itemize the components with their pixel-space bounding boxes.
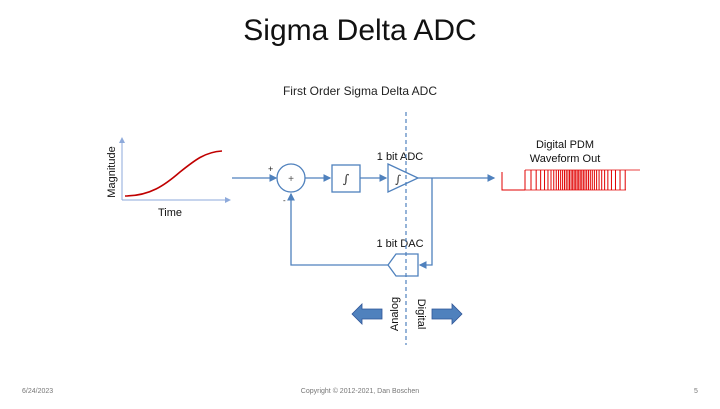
input-signal-plot: Magnitude Time xyxy=(106,137,231,219)
dac-block xyxy=(387,253,419,277)
adc-comparator xyxy=(387,162,420,194)
input-curve xyxy=(124,150,223,197)
pdm-baseline xyxy=(501,172,525,191)
slide-title: Sigma Delta ADC xyxy=(243,14,477,47)
adc-symbol: ∫ xyxy=(395,173,401,186)
analog-label: Analog xyxy=(389,297,401,331)
output-label-line2: Waveform Out xyxy=(530,153,601,165)
footer-date: 6/24/2023 xyxy=(22,388,54,395)
plot-y-label: Magnitude xyxy=(106,146,118,197)
digital-arrow-icon xyxy=(431,303,463,325)
digital-label: Digital xyxy=(415,299,427,330)
footer-copyright: Copyright © 2012-2021, Dan Boschen xyxy=(300,388,420,395)
feedback-line-left xyxy=(287,192,388,266)
integrator-block xyxy=(331,164,361,193)
pdm-waveform xyxy=(501,169,640,191)
dac-label: 1 bit DAC xyxy=(376,238,423,250)
plot-x-label: Time xyxy=(158,207,182,219)
adc-label: 1 bit ADC xyxy=(377,151,424,163)
feedback-line-right xyxy=(418,178,433,269)
output-label-line1: Digital PDM xyxy=(536,139,594,151)
summer-symbol: + xyxy=(288,174,294,185)
analog-arrow-icon xyxy=(351,303,383,325)
diagram-subtitle: First Order Sigma Delta ADC xyxy=(282,84,438,98)
summer-plus-sign: + xyxy=(268,164,273,174)
footer-page-number: 5 xyxy=(694,388,698,395)
integrator-symbol: ∫ xyxy=(343,172,350,186)
summer-minus-sign: - xyxy=(283,196,286,205)
